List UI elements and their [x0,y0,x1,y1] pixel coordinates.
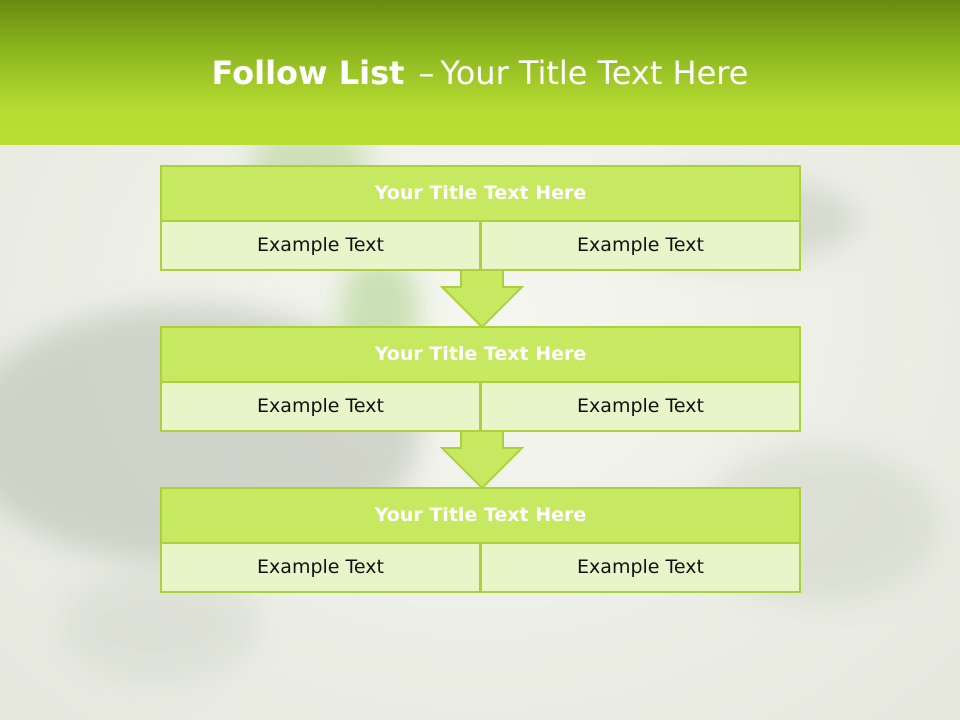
step-block-2: Your Title Text Here Example Text Exampl… [160,326,801,432]
down-arrow-icon [440,269,524,329]
title-rest: Your Title Text Here [440,54,749,92]
title-bold: Follow List [211,54,405,92]
step-title: Your Title Text Here [160,487,801,544]
header-band: Follow List–Your Title Text Here [0,0,960,145]
step-cell-right: Example Text [480,383,801,432]
down-arrow-icon [440,430,524,490]
step-block-1: Your Title Text Here Example Text Exampl… [160,165,801,271]
step-title: Your Title Text Here [160,165,801,222]
step-cell-right: Example Text [480,544,801,593]
step-cell-left: Example Text [160,544,481,593]
page-title: Follow List–Your Title Text Here [0,54,960,92]
step-cell-right: Example Text [480,222,801,271]
step-block-3: Your Title Text Here Example Text Exampl… [160,487,801,593]
step-cell-left: Example Text [160,383,481,432]
step-cell-left: Example Text [160,222,481,271]
step-title: Your Title Text Here [160,326,801,383]
title-separator: – [418,54,435,92]
